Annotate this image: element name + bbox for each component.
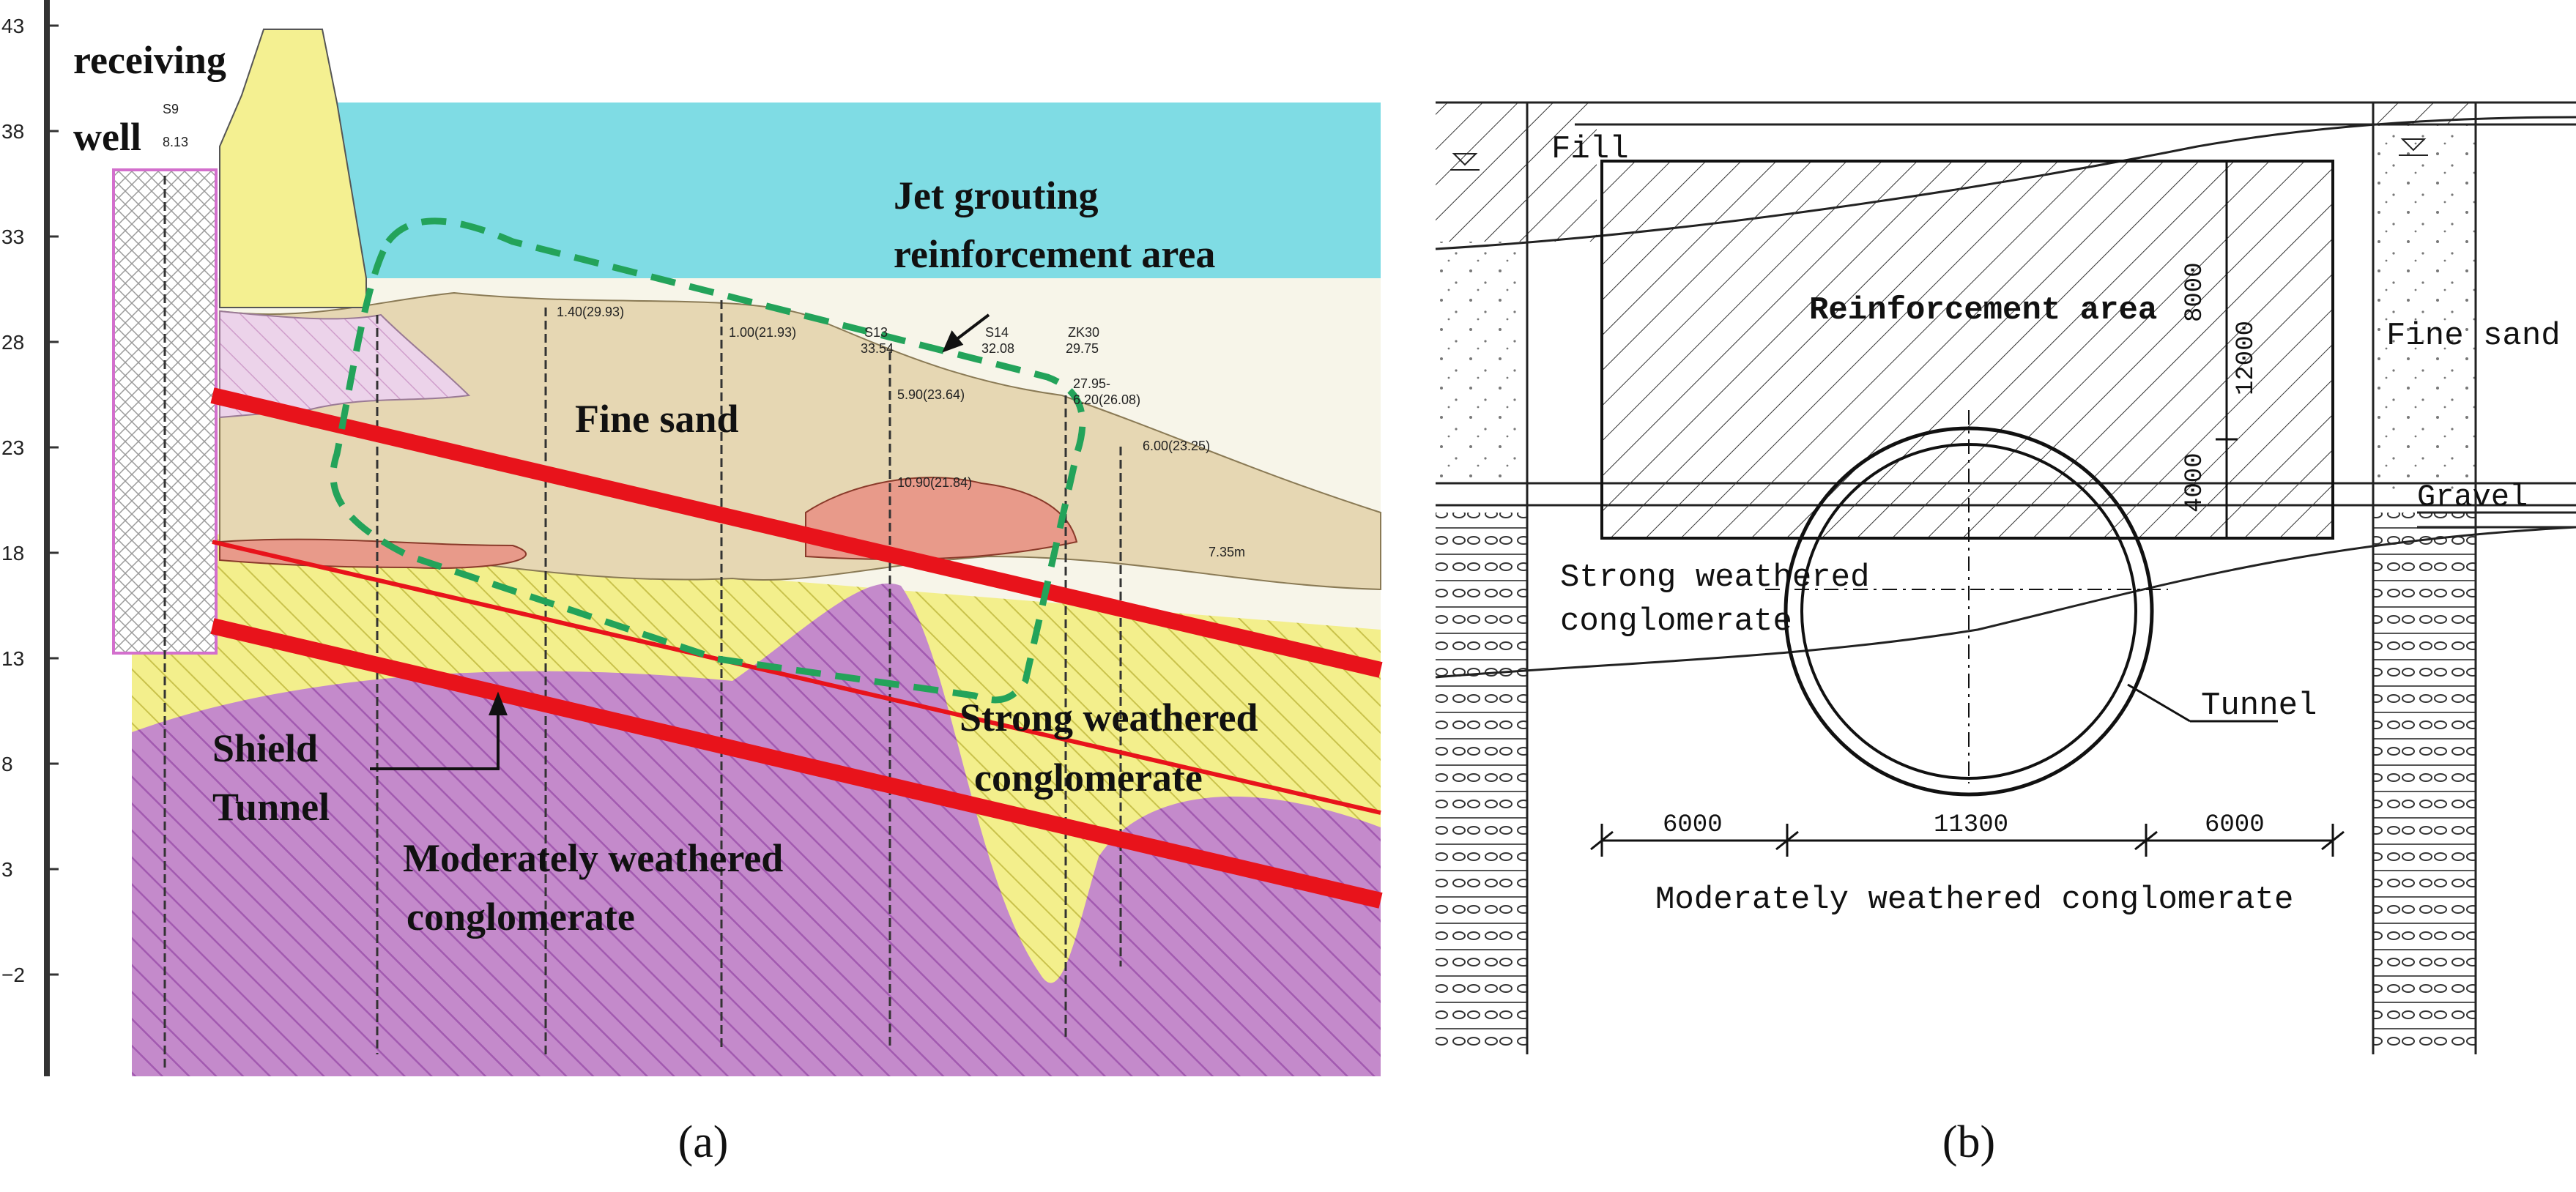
tunnel-leader-line [2127,683,2191,723]
panel-a-labels: receiving well Jet grouting reinforcemen… [73,38,1258,939]
note-3: 5.90(23.64) [897,387,965,402]
dim-upper-height: 8000 [2181,262,2209,322]
annotation-arrows [370,313,990,770]
note-5: 6.20(26.08) [1073,392,1140,407]
tunnel-top-line [210,387,1383,678]
borehole-elev-zk30: 29.75 [1066,341,1099,356]
label-gravel: Gravel [2417,480,2528,515]
fill-layer [219,310,471,419]
receiving-well-mound [219,29,367,308]
fine-sand-dots-left [1436,242,1527,483]
y-tick-label: 18 [1,542,24,565]
label-fine-sand-a: Fine sand [575,397,739,441]
y-tick-label: 43 [1,15,24,37]
label-moderately-weathered-b: Moderately weathered conglomerate [1655,882,2293,918]
fill-hatch-left [1436,103,1597,242]
moderately-weathered-layer [132,583,1381,1076]
label-conglomerate-a1: conglomerate [974,756,1203,800]
label-jet-grouting: Jet grouting [894,174,1099,217]
tunnel-ring [1765,410,2168,797]
tunnel-bottom-line [210,618,1383,909]
height-dimensions [2216,161,2238,538]
panel-a: 43 38 33 28 23 18 13 8 3 −2 [1,0,1383,1167]
reinforcement-area-box [1600,160,2334,540]
y-axis-ticks: 43 38 33 28 23 18 13 8 3 −2 [1,15,59,986]
borehole-notes: S13 33.54 S14 32.08 ZK30 29.75 1.40(29.9… [163,102,1245,559]
label-moderately-weathered-a: Moderately weathered [403,836,783,880]
borehole-columns [1526,103,2477,1054]
note-s9: S9 [163,102,179,116]
tunnel-arrow-line [370,703,500,770]
note-813: 8.13 [163,135,188,149]
jet-grouting-boundary [330,217,1086,704]
sky-band [337,103,1381,278]
y-tick-label: 28 [1,331,24,354]
note-4: 27.95- [1073,376,1110,391]
dim-tunnel-width: 11300 [1934,811,2008,839]
conglomerate-column-right [2373,513,2476,1054]
y-tick-label: 13 [1,647,24,670]
borehole-elev-s13: 33.54 [861,341,894,356]
note-1: 1.40(29.93) [557,305,624,319]
caption-a: (a) [678,1117,729,1167]
panel-b: Fill Reinforcement area Fine sand Gravel… [1435,101,2576,1167]
label-conglomerate-b: conglomerate [1560,603,1792,640]
shield-tunnel [210,387,1383,909]
label-reinforcement-area: reinforcement area [894,232,1215,276]
fine-sand-layer [219,291,1381,591]
conglomerate-column-left [1436,513,1527,1054]
label-well: well [73,115,141,159]
label-fine-sand-b: Fine sand [2386,318,2561,354]
label-strong-weathered-a: Strong weathered [959,696,1258,740]
borehole-label-zk30: ZK30 [1068,325,1099,340]
panel-b-labels: Fill Reinforcement area Fine sand Gravel… [1551,131,2561,918]
water-table-markers [1450,138,2428,171]
note-7: 10.90(21.84) [897,475,972,490]
tunnel-arrow-head [489,691,508,715]
dim-left-width: 6000 [1663,811,1723,839]
fine-sand-dots-right [2373,124,2476,491]
y-tick-label: 38 [1,120,24,143]
label-receiving: receiving [73,38,226,82]
tunnel-outer-ring [1783,426,2154,797]
caption-b: (b) [1942,1117,1995,1167]
borehole-elev-s14: 32.08 [981,341,1014,356]
label-fill: Fill [1551,131,1629,168]
borehole-label-s13: S13 [864,325,888,340]
label-reinforcement-area-b: Reinforcement area [1809,292,2157,329]
jet-arrow-line [951,313,990,344]
dim-right-width: 6000 [2205,811,2265,839]
dim-lower-height: 4000 [2181,452,2209,513]
width-dimension [1590,824,2345,857]
note-6: 6.00(23.25) [1143,439,1210,453]
label-conglomerate-a2: conglomerate [407,895,635,939]
note-735: 7.35m [1209,545,1245,559]
y-tick-label: −2 [1,964,25,986]
tunnel-axis-line [212,540,1381,815]
y-tick-label: 33 [1,226,24,248]
note-2: 1.00(21.93) [729,325,796,340]
axis-bar [44,0,50,1076]
dim-total-height: 12000 [2232,321,2260,395]
label-shield: Shield [212,726,318,770]
borehole-label-s14: S14 [985,325,1009,340]
y-tick-label: 23 [1,436,24,459]
label-tunnel-a: Tunnel [212,785,330,829]
y-tick-label: 8 [1,753,13,775]
label-tunnel-b: Tunnel [2201,688,2317,724]
label-strong-weathered-b: Strong weathered [1560,559,1869,596]
jet-arrow-head [942,330,964,353]
y-tick-label: 3 [1,858,13,881]
